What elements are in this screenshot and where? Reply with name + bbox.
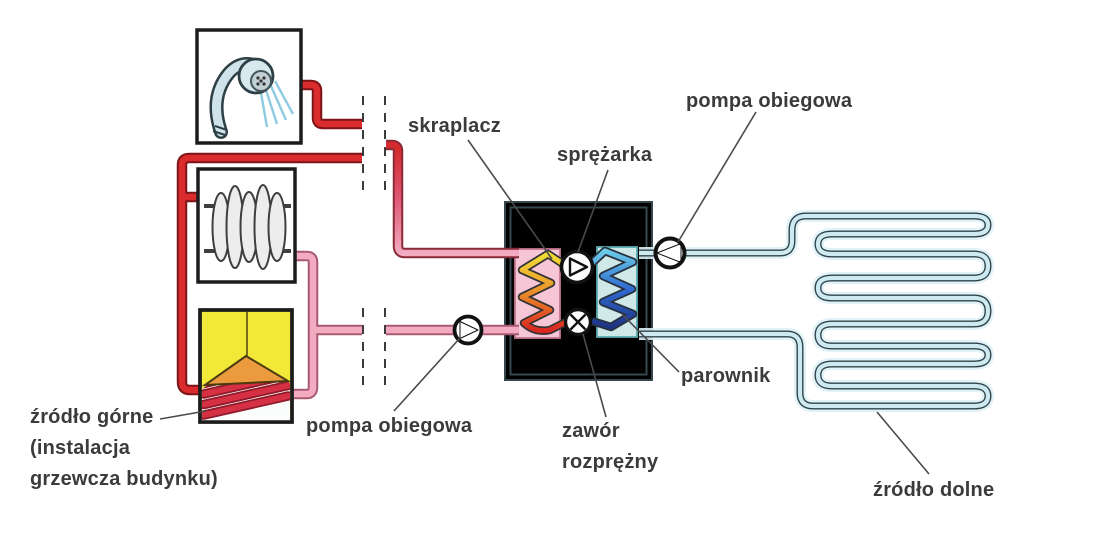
leader-lines [159, 111, 930, 475]
label-parownik: parownik [681, 365, 771, 387]
label-zrodlo-gorne-line1: źródło górne [30, 406, 154, 428]
label-pompa-obiegowa-gorna: pompa obiegowa [686, 90, 853, 112]
shower-icon [209, 57, 295, 139]
label-zrodlo-gorne: źródło górne (instalacja grzewcza budynk… [30, 402, 218, 495]
return-pipes [292, 256, 519, 394]
label-zrodlo-gorne-line3: grzewcza budynku) [30, 468, 218, 490]
radiator-icon [204, 184, 291, 270]
circulation-pump-right-icon [653, 236, 687, 270]
label-skraplacz: skraplacz [408, 115, 501, 137]
compressor-icon [559, 249, 595, 285]
label-zrodlo-dolne: źródło dolne [873, 479, 995, 501]
label-zawor-rozprezny: zawór rozprężny [562, 416, 658, 478]
shower-box [195, 28, 303, 145]
expansion-valve-icon [563, 307, 593, 337]
label-zawor-line2: rozprężny [562, 451, 659, 473]
diagram-break-dashes [362, 96, 386, 386]
label-zawor-line1: zawór [562, 420, 620, 442]
radiator-box [196, 167, 297, 284]
circulation-pump-left-icon [452, 314, 484, 346]
floor-heating-box [198, 308, 294, 424]
label-pompa-obiegowa-dolna: pompa obiegowa [306, 415, 473, 437]
label-zrodlo-gorne-line2: (instalacja [30, 437, 131, 459]
supply-pipe-red-to-pink [386, 145, 519, 253]
label-sprezarka: sprężarka [557, 144, 653, 166]
